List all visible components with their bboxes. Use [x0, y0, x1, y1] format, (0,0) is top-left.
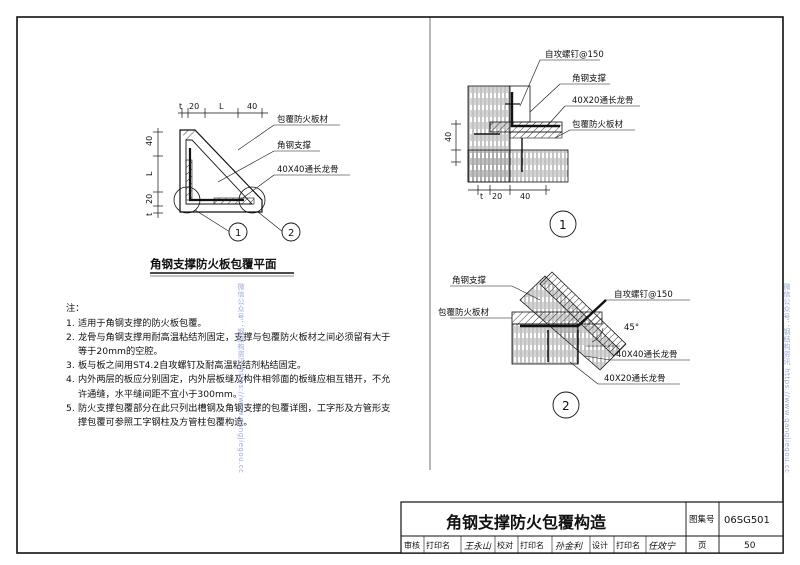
plan-side-dim-L: L [145, 171, 154, 176]
design-print-label: 打印名 [616, 540, 640, 550]
detail2-label-keel40: 40X40通长龙骨 [616, 349, 677, 360]
detail1-marker: 1 [559, 218, 567, 232]
plan-dim-40: 40 [247, 102, 257, 111]
detail2-label-45: 45° [624, 323, 639, 333]
detail1-dim-40b: 40 [520, 192, 530, 201]
notes-block: 注： 1.适用于角钢支撑的防火板包覆。 2.龙骨与角钢支撑用耐高温粘结剂固定，支… [66, 302, 396, 430]
plan-title: 角钢支撑防火板包覆平面 [150, 257, 277, 271]
plan-marker-1: 1 [235, 228, 241, 239]
atlas-number: 06SG501 [724, 515, 770, 526]
title-block: 角钢支撑防火包覆构造 图集号 06SG501 审核 打印名 王永山 校对 打印名… [400, 501, 784, 554]
detail1-label-keel: 40X20通长龙骨 [572, 95, 633, 106]
atlas-label: 图集号 [689, 514, 715, 525]
check-signature: 孙金利 [555, 541, 584, 552]
detail2-label-board: 包覆防火板材 [438, 307, 490, 318]
detail2-marker: 2 [562, 399, 570, 413]
check-label: 校对 [497, 540, 513, 550]
detail1-label-angle: 角钢支撑 [572, 73, 607, 84]
design-label: 设计 [592, 540, 608, 550]
review-label: 审核 [404, 540, 420, 550]
watermark-right: 微信公众号：钢结构资讯 https://www.gangjiegou.cc [783, 283, 791, 474]
note-item: 1.适用于角钢支撑的防火板包覆。 [66, 318, 207, 330]
design-signature: 任效宁 [648, 541, 676, 552]
note-item: 5.防火支撑包覆部分在此只列出槽钢及角钢支撑的包覆详图，工字形及方管形支撑包覆可… [66, 402, 391, 428]
detail1-label-screw: 自攻螺钉@150 [545, 49, 604, 60]
plan-marker-2: 2 [288, 228, 294, 239]
detail2-label-keel20: 40X20通长龙骨 [604, 373, 665, 384]
detail2-label-angle: 角钢支撑 [452, 275, 487, 286]
page-label: 页 [698, 541, 707, 551]
angle-plan-view: t 20 L 40 40 L t 20 1 2 [145, 102, 350, 277]
plan-label-angle: 角钢支撑 [277, 140, 312, 151]
plan-side-dim-t: t [145, 213, 154, 216]
note-item: 4.内外两层的板应分别固定，内外层板缝及构件相邻面的板缝应相互错开，不允许通缝，… [66, 374, 391, 400]
note-item: 2.龙骨与角钢支撑用耐高温粘结剂固定，支撑与包覆防火板材之间必须留有大于等于20… [66, 332, 391, 358]
review-print-label: 打印名 [426, 540, 450, 550]
detail-1-section: 自攻螺钉@150 角钢支撑 40X20通长龙骨 包覆防火板材 40 t 20 4… [444, 49, 640, 238]
page-number: 50 [744, 541, 756, 551]
notes-title: 注： [66, 303, 85, 314]
detail1-dim-20: 20 [492, 192, 502, 201]
detail2-label-screw: 自攻螺钉@150 [614, 289, 673, 300]
detail-2-section: 角钢支撑 包覆防火板材 自攻螺钉@150 45° 40X40通长龙骨 40X20… [438, 271, 690, 419]
check-print-label: 打印名 [520, 540, 544, 550]
detail1-dim-40: 40 [444, 132, 453, 142]
drawing-frame [16, 16, 784, 554]
plan-label-keel: 40X40通长龙骨 [277, 164, 338, 175]
review-signature: 王永山 [464, 541, 492, 552]
drawing-title: 角钢支撑防火包覆构造 [446, 513, 607, 532]
plan-dim-L: L [219, 102, 224, 111]
detail1-dim-t: t [480, 192, 483, 201]
plan-dim-t: t [179, 102, 182, 111]
watermark-left: 微信公众号：钢结构资讯 https://www.gangjiegou.cc [237, 283, 245, 474]
plan-side-dim-20: 20 [145, 194, 154, 204]
plan-label-board: 包覆防火板材 [277, 114, 329, 125]
plan-dim-20: 20 [189, 102, 199, 111]
detail1-label-board: 包覆防火板材 [572, 119, 624, 130]
note-item: 3.板与板之间用ST4.2自攻螺钉及耐高温粘结剂粘结固定。 [66, 360, 307, 372]
plan-side-dim-40: 40 [145, 136, 154, 146]
